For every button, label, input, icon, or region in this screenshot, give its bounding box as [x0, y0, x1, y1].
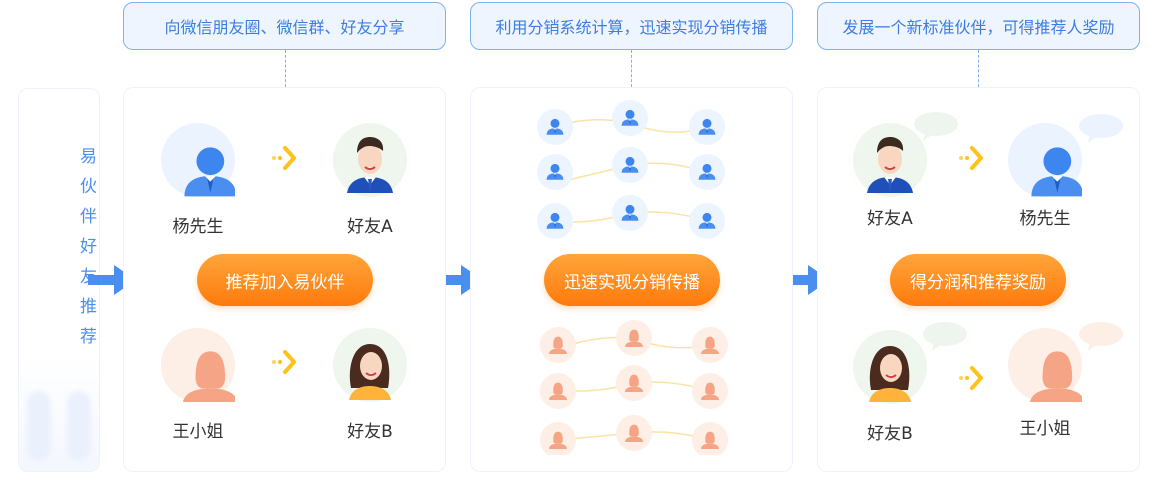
name-label: 王小姐: [172, 422, 224, 442]
chevron-right-icon: [270, 143, 300, 173]
user-icon: [1008, 123, 1082, 197]
user-avatar: [1008, 123, 1082, 197]
network-nodes-blue: [537, 100, 725, 239]
name-label: 好友A: [867, 209, 913, 229]
name-label: 好友A: [347, 217, 393, 237]
user-icon: [161, 328, 235, 402]
decor-bar: [67, 391, 91, 461]
step2-callout: 利用分销系统计算，迅速实现分销传播: [470, 2, 793, 50]
name-label: 好友B: [867, 424, 913, 444]
step3-callout: 发展一个新标准伙伴，可得推荐人奖励: [817, 2, 1140, 50]
distribution-network: [537, 100, 728, 455]
earn-reward-button[interactable]: 得分润和推荐奖励: [890, 254, 1066, 306]
connector-line: [631, 50, 632, 87]
chevron-right-icon: [270, 347, 300, 377]
connector-line: [285, 50, 286, 87]
speech-bubble-icon: [1078, 322, 1124, 352]
speech-bubble-icon: [922, 322, 968, 352]
user-avatar: [161, 123, 235, 197]
friend-b-avatar: [333, 328, 407, 402]
network-nodes-peach: [540, 320, 728, 455]
connector-line: [978, 50, 979, 87]
speech-bubble-icon: [1078, 114, 1124, 144]
step1-callout: 向微信朋友圈、微信群、好友分享: [123, 2, 446, 50]
user-icon: [1008, 328, 1082, 402]
name-label: 王小姐: [1019, 419, 1071, 439]
name-label: 杨先生: [1019, 209, 1071, 229]
friend-b-avatar: [853, 330, 927, 404]
sidebar-title-card: 易伙伴好友推荐: [18, 88, 100, 472]
join-partner-button[interactable]: 推荐加入易伙伴: [197, 254, 373, 306]
user-avatar: [1008, 328, 1082, 402]
friend-a-avatar: [333, 123, 407, 197]
user-icon: [161, 123, 235, 197]
sidebar-title: 易伙伴好友推荐: [76, 147, 96, 357]
spread-distribution-button[interactable]: 迅速实现分销传播: [544, 254, 720, 306]
name-label: 好友B: [347, 422, 393, 442]
user-avatar: [161, 328, 235, 402]
chevron-right-icon: [957, 143, 987, 173]
friend-a-avatar: [853, 123, 927, 197]
decor-bar: [27, 391, 51, 461]
chevron-right-icon: [957, 363, 987, 393]
name-label: 杨先生: [172, 217, 224, 237]
